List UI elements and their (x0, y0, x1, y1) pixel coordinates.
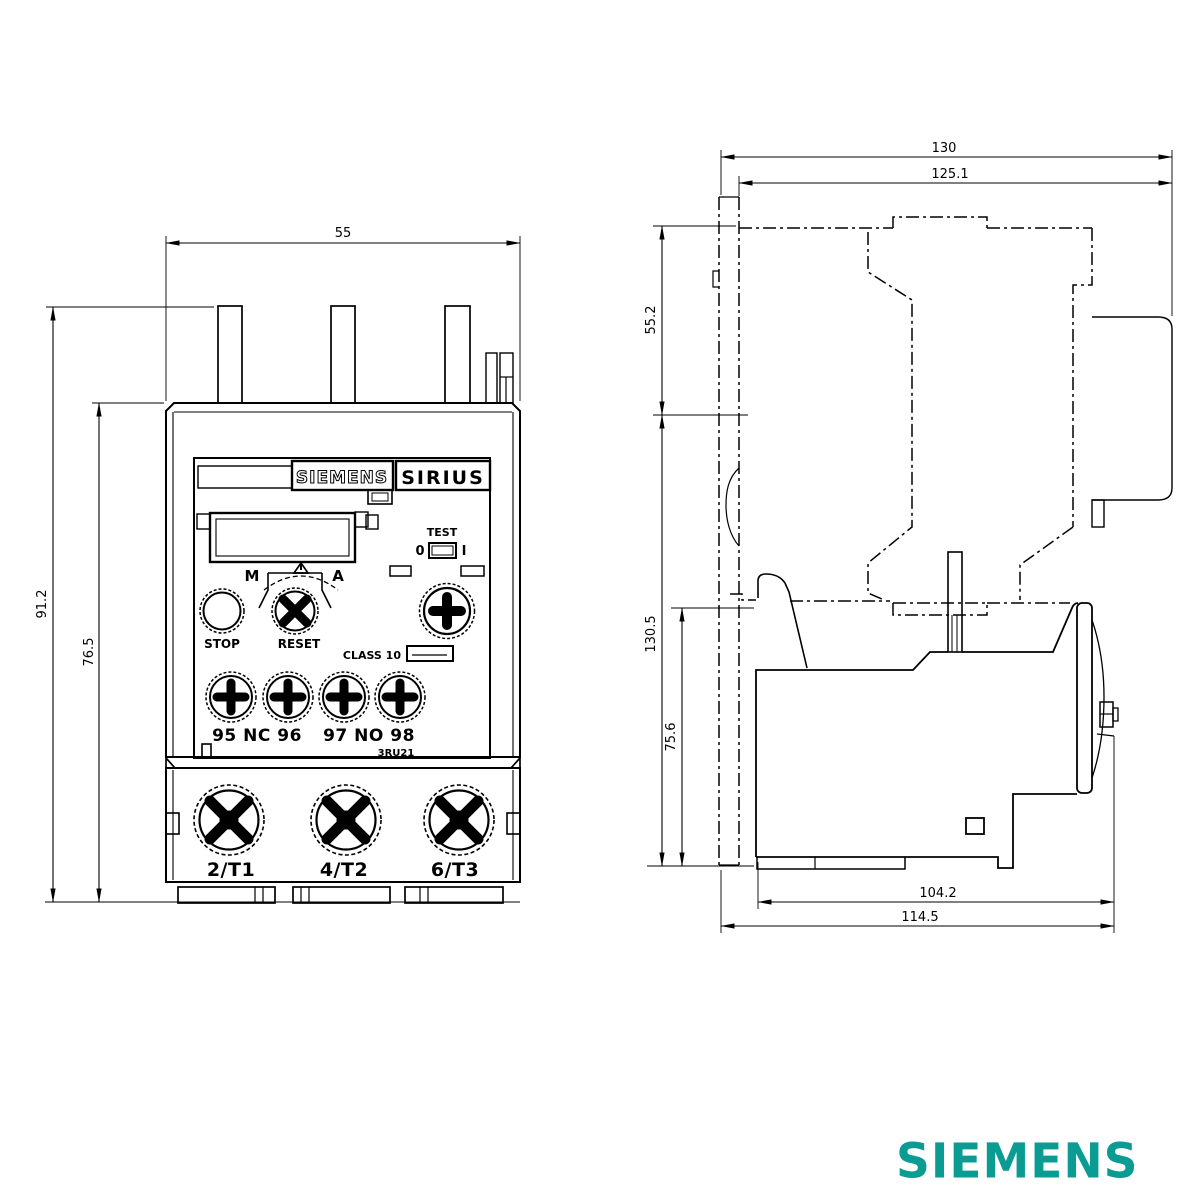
aux-terminal-screws[interactable] (205, 671, 426, 723)
blank-label-field (197, 465, 293, 489)
dim-relay-depth-label: 104.2 (919, 886, 956, 901)
contactor-phantom-outline (718, 197, 1093, 865)
stop-button[interactable] (199, 588, 245, 634)
aux-terminal-label-nc: 95 NC 96 (212, 726, 302, 746)
manual-mode-label: M (245, 567, 260, 585)
dial-profile (1091, 619, 1105, 779)
siemens-logo-text: SIEMENS (896, 1133, 1139, 1190)
stop-label: STOP (204, 637, 240, 651)
brand-badge-box (290, 459, 395, 492)
pin-left (217, 305, 243, 404)
contactor-terminal-box (1091, 316, 1173, 528)
dim-total-height-label: 91.2 (35, 590, 50, 619)
relay-foot (756, 857, 906, 870)
panel-detail-square (201, 743, 212, 758)
series-badge-box (394, 459, 492, 492)
latch-tab (367, 489, 393, 505)
model-label: 3RU21 (378, 748, 415, 759)
foot-right (404, 886, 504, 904)
aux-terminal-label-no: 97 NO 98 (323, 726, 415, 746)
main-terminal-screws[interactable] (193, 784, 495, 856)
block-tab-right (506, 812, 521, 835)
block-tab-left (165, 812, 180, 835)
class-plate (406, 645, 454, 662)
current-setting-window (208, 511, 357, 564)
connection-pin (947, 551, 963, 653)
front-view-outline (165, 305, 521, 904)
indicator-window-right (460, 565, 485, 577)
foot-left (177, 886, 276, 904)
front-panel (193, 457, 491, 759)
brand-badge: SIEMENS (296, 468, 388, 488)
pin-middle (330, 305, 356, 404)
test-label: TEST (427, 526, 458, 539)
dim-assembly-depth-label: 125.1 (931, 167, 968, 182)
auto-mode-label: A (332, 567, 344, 585)
current-dial[interactable] (418, 582, 476, 640)
reset-housing (258, 572, 332, 609)
mounting-hook (757, 573, 808, 669)
side-view: 130 125.1 55.2 130.5 75.6 104.2 114.5 (644, 141, 1173, 933)
relay-side-outline (755, 551, 1119, 870)
dim-side-total-height-label: 130.5 (644, 615, 659, 652)
reset-button[interactable] (271, 587, 319, 635)
mode-selector-arc (263, 575, 339, 591)
dim-top-height-label: 55.2 (644, 306, 659, 335)
reset-label: RESET (278, 637, 321, 651)
terminal-label-t1: 2/T1 (207, 859, 255, 881)
dim-relay-height-label: 75.6 (664, 723, 679, 752)
terminal-label-t3: 6/T3 (431, 859, 479, 881)
front-dimensions (45, 236, 521, 903)
terminal-label-t2: 4/T2 (320, 859, 368, 881)
clip-small-left (485, 352, 498, 404)
dim-width-label: 55 (335, 226, 352, 241)
indicator-window-left (389, 565, 412, 577)
pin-right (444, 305, 471, 404)
siemens-logo: SIEMENS (896, 1133, 1196, 1189)
dim-body-height-label: 76.5 (82, 638, 97, 667)
dim-mount-depth-label: 114.5 (901, 910, 938, 925)
contactor-bracket-details (712, 196, 740, 866)
class-label: CLASS 10 (343, 649, 401, 662)
side-detail-square (965, 817, 985, 835)
side-dimensions (647, 150, 1173, 933)
test-on-label: I (462, 544, 467, 559)
foot-middle (292, 886, 391, 904)
test-slide-switch[interactable] (428, 542, 457, 559)
series-badge: SIRIUS (401, 467, 485, 489)
dim-total-depth-label: 130 (932, 141, 957, 156)
front-view: SIEMENS SIRIUS M A STOP RESET TEST 0 I C… (35, 226, 521, 904)
test-off-label: 0 (415, 544, 424, 559)
